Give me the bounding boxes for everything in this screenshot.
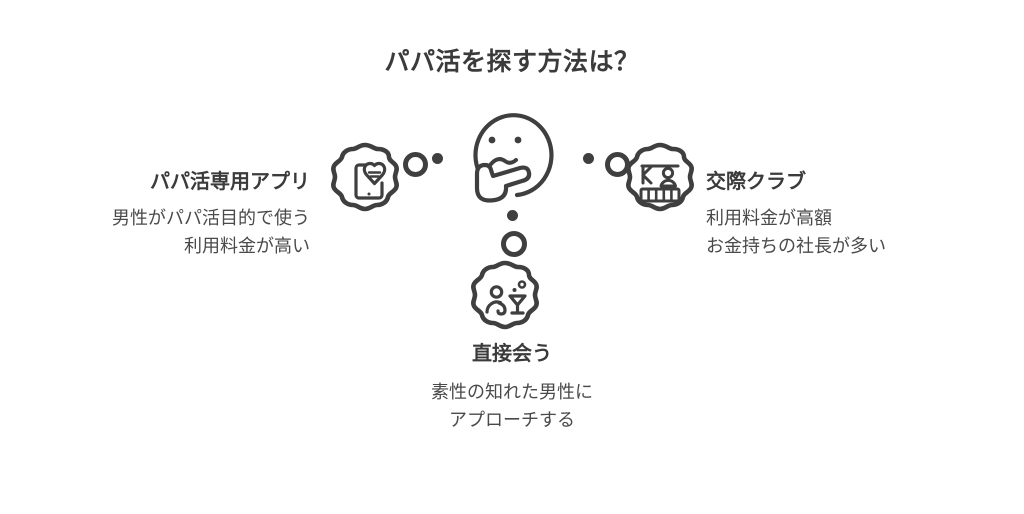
thinking-face-icon	[455, 94, 563, 204]
option-label-app: パパ活専用アプリ	[150, 169, 310, 193]
option-desc-club-line2: お金持ちの社長が多い	[706, 235, 886, 257]
thought-bubble-dot-right	[583, 153, 594, 164]
thought-bubble-dot-left	[432, 153, 443, 164]
option-desc-meet: 素性の知れた男性に アプローチする	[0, 379, 1024, 435]
option-label-meet: 直接会う	[472, 341, 552, 365]
option-desc-club: 利用料金が高額 お金持ちの社長が多い	[706, 205, 886, 261]
person-cocktail-icon	[466, 259, 544, 337]
option-label-club: 交際クラブ	[706, 169, 806, 193]
option-desc-meet-line1: 素性の知れた男性に	[431, 382, 593, 403]
thought-bubble-ring-left	[403, 152, 428, 177]
thought-bubble-dot-bottom	[507, 210, 518, 221]
option-desc-app-line1: 男性がパパ活目的で使う	[112, 208, 310, 229]
option-desc-app: 男性がパパ活目的で使う 利用料金が高い	[112, 205, 310, 261]
option-desc-club-line1: 利用料金が高額	[706, 208, 832, 229]
option-desc-meet-line2: アプローチする	[449, 409, 575, 431]
smartphone-heart-icon	[326, 141, 404, 219]
page-title: パパ活を探す方法は？	[384, 47, 640, 76]
option-desc-app-line2: 利用料金が高い	[184, 235, 310, 257]
thought-bubble-ring-bottom	[501, 231, 527, 257]
club-counter-person-icon	[621, 141, 699, 219]
